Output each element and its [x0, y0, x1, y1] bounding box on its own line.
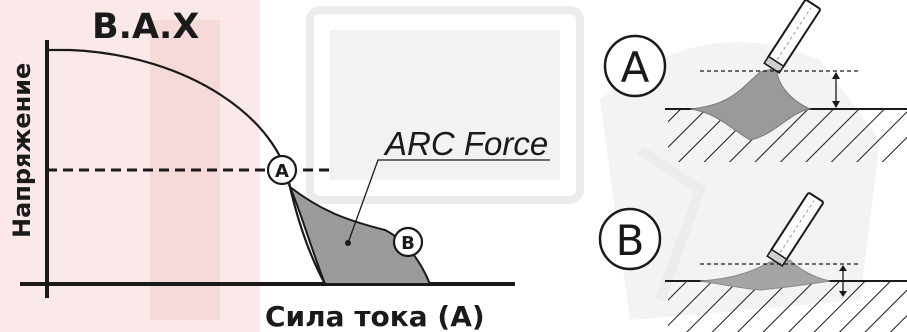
illustration-a-label: A	[621, 43, 650, 92]
chart-title: В.А.Х	[92, 7, 199, 47]
point-b-marker	[392, 226, 424, 258]
electrode-b	[766, 192, 824, 267]
arc-force-leader	[347, 159, 550, 244]
arc-force-label: ARC Force	[383, 125, 548, 162]
illustration-b: B	[598, 192, 907, 332]
illustration-b-badge	[598, 207, 662, 271]
arc-force-leader-dot	[345, 240, 351, 246]
x-axis-label: Сила тока (А)	[265, 300, 485, 332]
point-a-label: A	[275, 161, 289, 182]
arc-plasma-a	[689, 67, 812, 141]
vac-chart: A B ARC Force В.А.Х Напряжение Сила тока…	[8, 7, 550, 332]
electrode-a	[763, 0, 821, 74]
illustration-a: A	[603, 0, 907, 162]
arrowhead-b-bottom	[839, 291, 847, 297]
illustration-b-label: B	[616, 216, 645, 265]
arrowhead-b-top	[839, 265, 847, 271]
illustration-a-badge	[603, 34, 667, 98]
vac-curve	[47, 48, 326, 285]
point-a-marker	[266, 154, 298, 186]
y-axis-label: Напряжение	[8, 63, 36, 238]
arrowhead-a-top	[832, 72, 840, 79]
workpiece-b	[668, 282, 907, 332]
point-b-label: B	[401, 233, 415, 254]
arc-plasma-b	[699, 259, 831, 291]
arrowhead-a-bottom	[832, 101, 840, 108]
